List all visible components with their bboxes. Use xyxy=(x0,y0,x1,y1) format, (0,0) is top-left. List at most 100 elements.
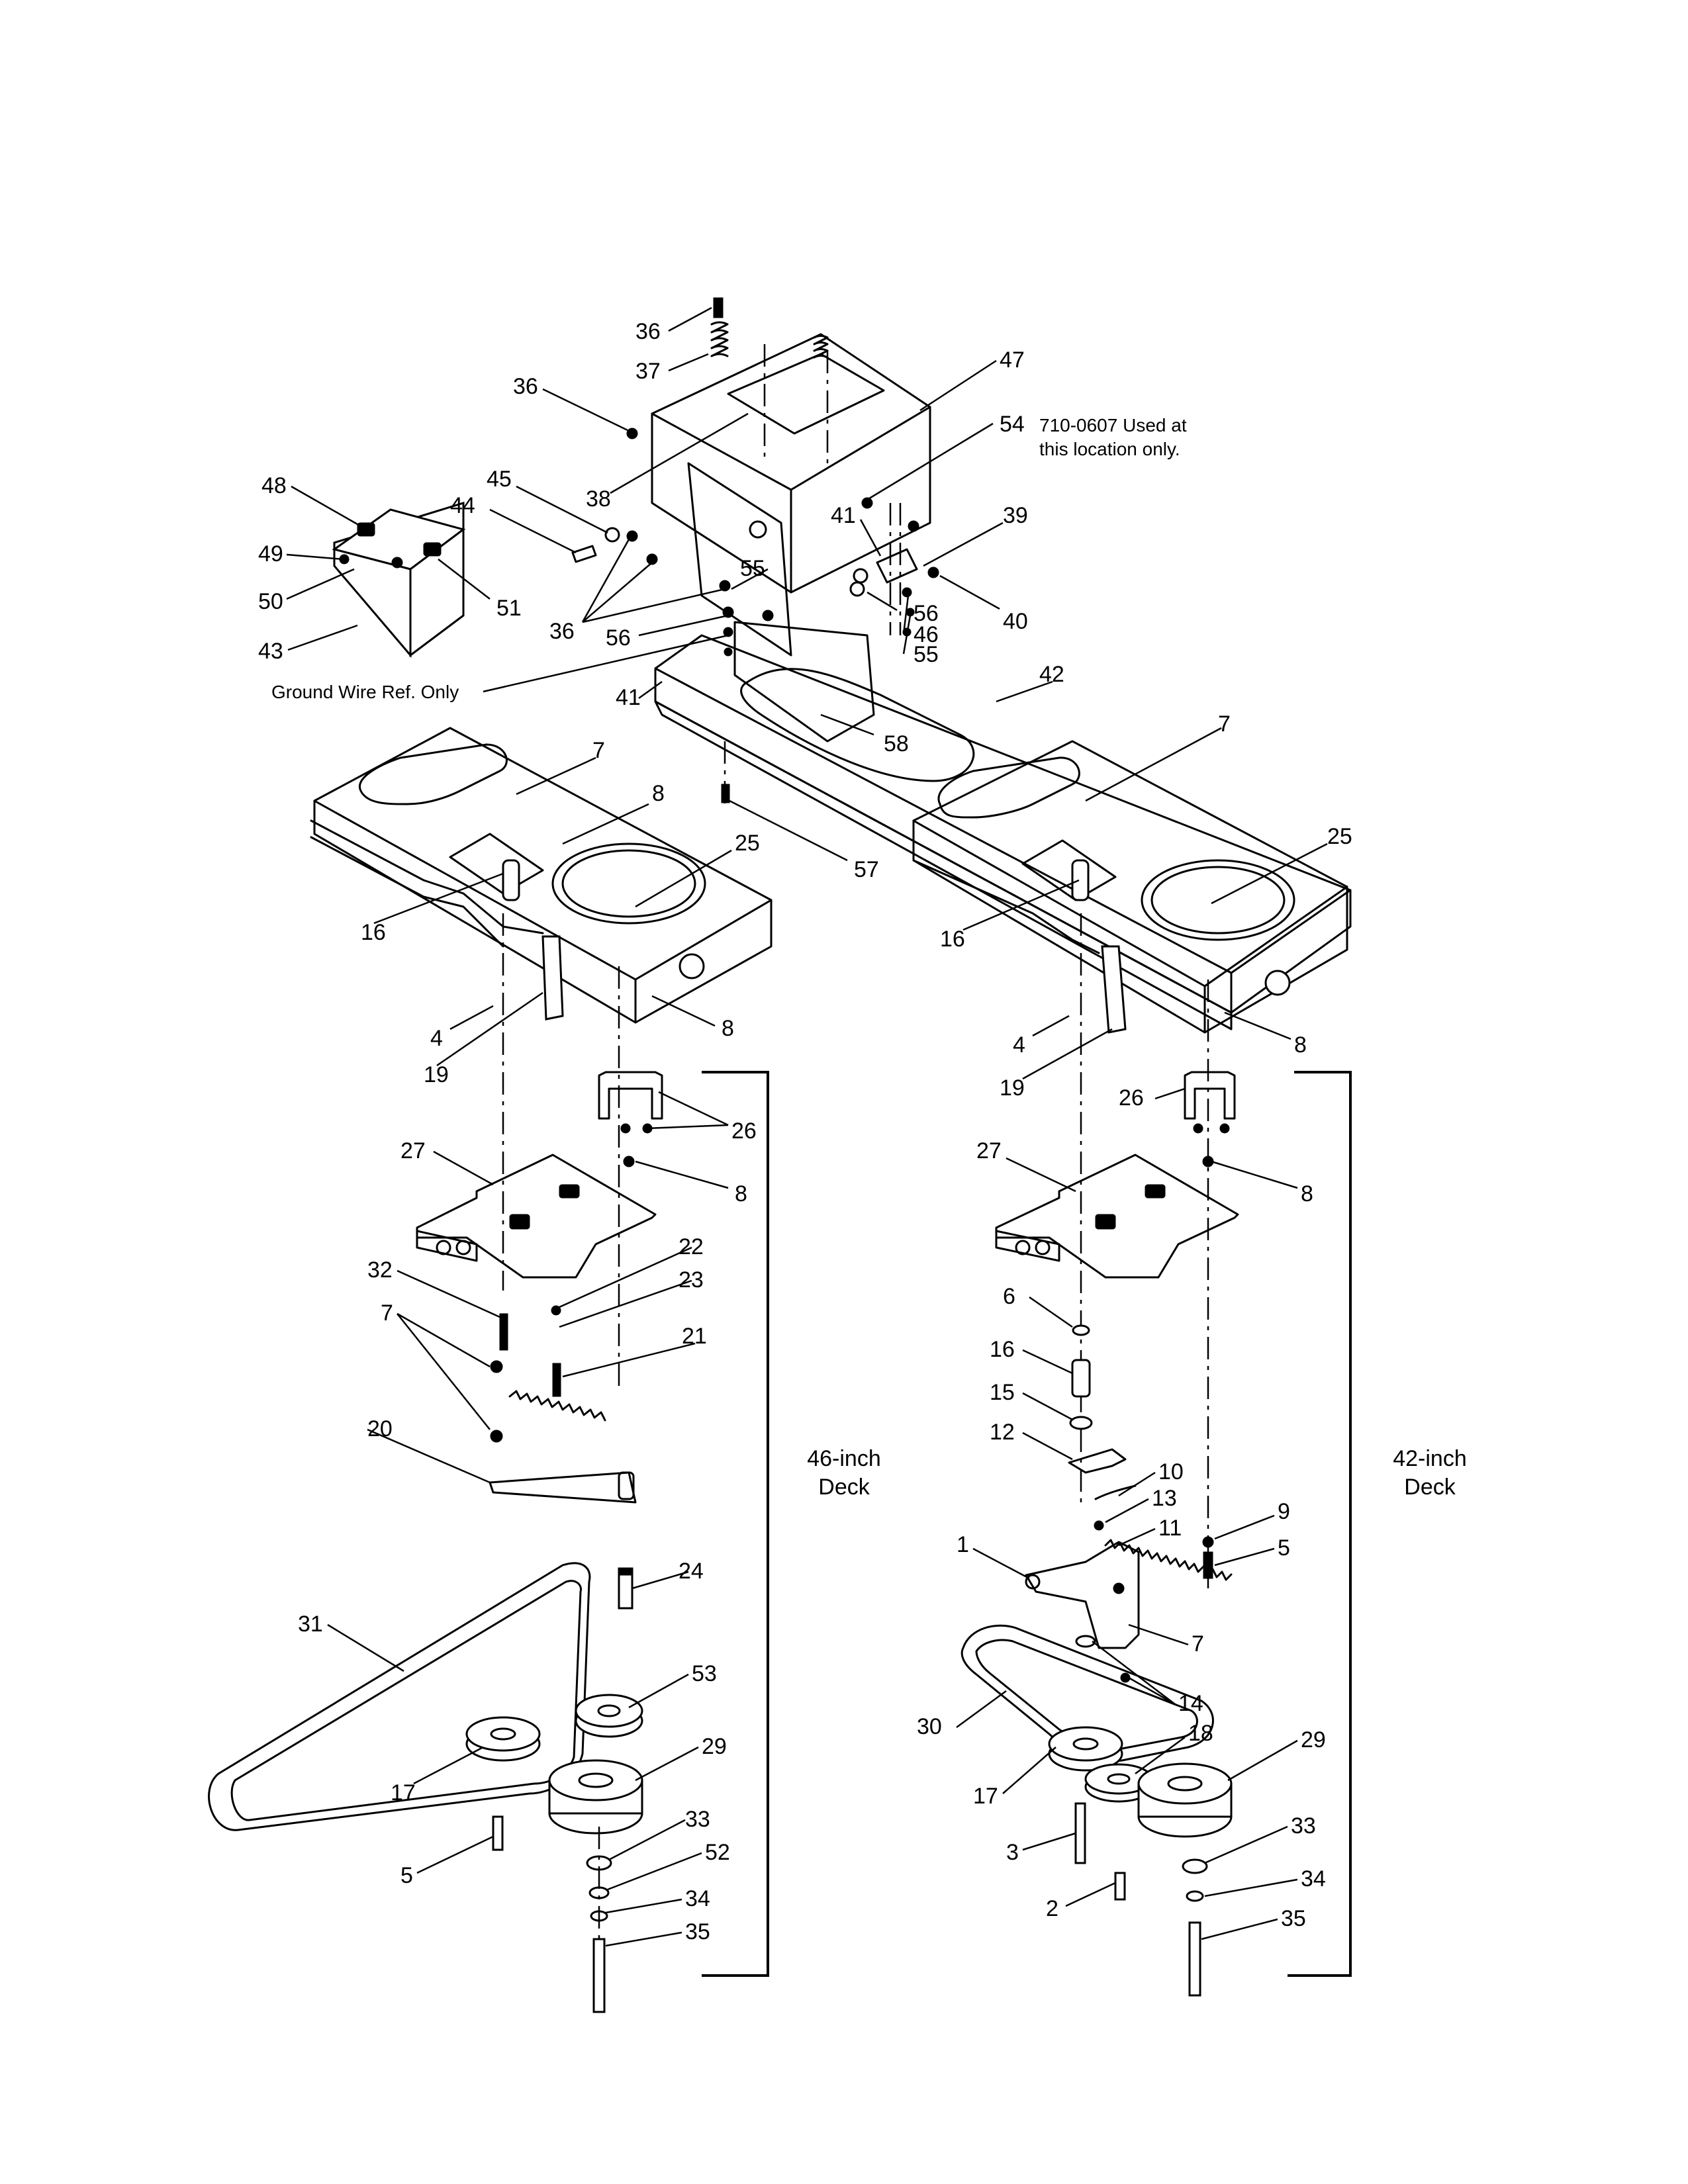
callout: 7 xyxy=(592,738,605,763)
callout: 8 xyxy=(722,1016,734,1041)
callout: 8 xyxy=(735,1181,747,1206)
callout: 31 xyxy=(298,1612,323,1637)
callouts-deck46: 26 8 27 22 23 32 7 21 20 24 31 53 29 17 … xyxy=(298,1118,757,1944)
callout: 5 xyxy=(1278,1535,1290,1561)
callout: 58 xyxy=(884,731,909,756)
callout: 47 xyxy=(1000,347,1025,373)
hardware-top xyxy=(571,428,939,657)
callout: 24 xyxy=(679,1559,704,1584)
callout: 19 xyxy=(424,1062,449,1087)
callout: 8 xyxy=(652,781,665,806)
ground-wire-note: Ground Wire Ref. Only xyxy=(271,682,459,702)
callout: 35 xyxy=(685,1919,710,1944)
callout: 55 xyxy=(914,642,939,667)
callout: 56 xyxy=(914,601,939,626)
callout: 36 xyxy=(513,374,538,399)
callout: 7 xyxy=(381,1300,393,1326)
callout: 34 xyxy=(685,1886,710,1911)
callout: 13 xyxy=(1152,1486,1177,1511)
callout: 46 xyxy=(914,622,939,647)
callout: 33 xyxy=(685,1807,710,1832)
callout: 38 xyxy=(586,486,611,512)
deck46-bracket xyxy=(702,1071,769,1977)
callout: 50 xyxy=(258,589,283,614)
callout: 2 xyxy=(1046,1896,1058,1921)
callout: 40 xyxy=(1003,609,1028,634)
callout: 36 xyxy=(549,619,575,644)
callout: 15 xyxy=(990,1380,1015,1405)
callout: 20 xyxy=(367,1416,393,1441)
callout: 55 xyxy=(740,556,765,581)
callout: 4 xyxy=(430,1026,443,1051)
callout: 16 xyxy=(990,1337,1015,1362)
callout: 17 xyxy=(973,1784,998,1809)
callout: 7 xyxy=(1218,711,1231,737)
callout: 35 xyxy=(1281,1906,1306,1931)
callout: 8 xyxy=(1301,1181,1313,1206)
deck46-parts xyxy=(208,1071,663,2013)
spring-37 xyxy=(710,297,829,359)
callout: 25 xyxy=(1327,824,1352,849)
callout: 5 xyxy=(400,1863,413,1888)
callouts-deck42: 26 8 27 6 16 15 12 10 13 11 9 5 1 7 14 3… xyxy=(917,1085,1326,1931)
battery xyxy=(332,501,466,659)
callout: 16 xyxy=(361,920,386,945)
callout: 25 xyxy=(735,831,760,856)
callout: 39 xyxy=(1003,503,1028,528)
callout: 26 xyxy=(1119,1085,1144,1111)
callout: 19 xyxy=(1000,1075,1025,1101)
callout: 12 xyxy=(990,1420,1015,1445)
callout: 34 xyxy=(1301,1866,1326,1891)
deck46-label-1: 46-inch xyxy=(807,1446,881,1471)
rear-frame xyxy=(654,634,1352,1030)
callout: 17 xyxy=(391,1780,416,1805)
callout: 27 xyxy=(976,1138,1002,1163)
callout: 41 xyxy=(831,503,856,528)
frame-42 xyxy=(912,740,1348,1588)
callout: 48 xyxy=(261,473,287,498)
battery-box xyxy=(651,333,931,743)
deck46-label-2: Deck xyxy=(818,1475,870,1500)
callout: 45 xyxy=(487,467,512,492)
callout: 41 xyxy=(616,685,641,710)
callout: 22 xyxy=(679,1234,704,1259)
callout: 6 xyxy=(1003,1284,1015,1309)
leader-lines xyxy=(286,306,1328,1947)
callout: 49 xyxy=(258,541,283,567)
callout: 43 xyxy=(258,639,283,664)
callouts-frame: 7 8 25 16 57 4 19 8 7 25 16 4 19 8 xyxy=(361,711,1352,1101)
callout: 57 xyxy=(854,857,879,882)
callout: 4 xyxy=(1013,1032,1025,1058)
deck42-parts xyxy=(961,1071,1239,1997)
callout: 54 xyxy=(1000,412,1025,437)
callout: 33 xyxy=(1291,1813,1316,1839)
callout: 21 xyxy=(682,1324,707,1349)
callout: 9 xyxy=(1278,1499,1290,1524)
callout: 29 xyxy=(1301,1727,1326,1752)
callout: 14 xyxy=(1178,1691,1203,1716)
callout: 1 xyxy=(957,1532,969,1557)
callout: 36 xyxy=(635,319,661,344)
callout: 53 xyxy=(692,1661,717,1686)
callout: 51 xyxy=(496,596,522,621)
callout: 10 xyxy=(1158,1459,1184,1484)
callout: 23 xyxy=(679,1267,704,1293)
callout: 44 xyxy=(450,493,475,518)
callout: 52 xyxy=(705,1840,730,1865)
deck42-bracket xyxy=(1288,1071,1352,1977)
callout: 16 xyxy=(940,927,965,952)
used-at-note-2: this location only. xyxy=(1039,439,1180,459)
callout: 11 xyxy=(1158,1516,1182,1541)
callout: 8 xyxy=(1294,1032,1307,1058)
callout: 42 xyxy=(1039,662,1064,687)
callout: 7 xyxy=(1192,1631,1204,1657)
used-at-note-1: 710-0607 Used at xyxy=(1039,415,1187,435)
deck42-label-2: Deck xyxy=(1404,1475,1456,1500)
frame-46 xyxy=(310,727,773,1390)
callout: 26 xyxy=(731,1118,757,1144)
callout: 29 xyxy=(702,1734,727,1759)
callout: 3 xyxy=(1006,1840,1019,1865)
callout: 27 xyxy=(400,1138,426,1163)
callout: 30 xyxy=(917,1714,942,1739)
